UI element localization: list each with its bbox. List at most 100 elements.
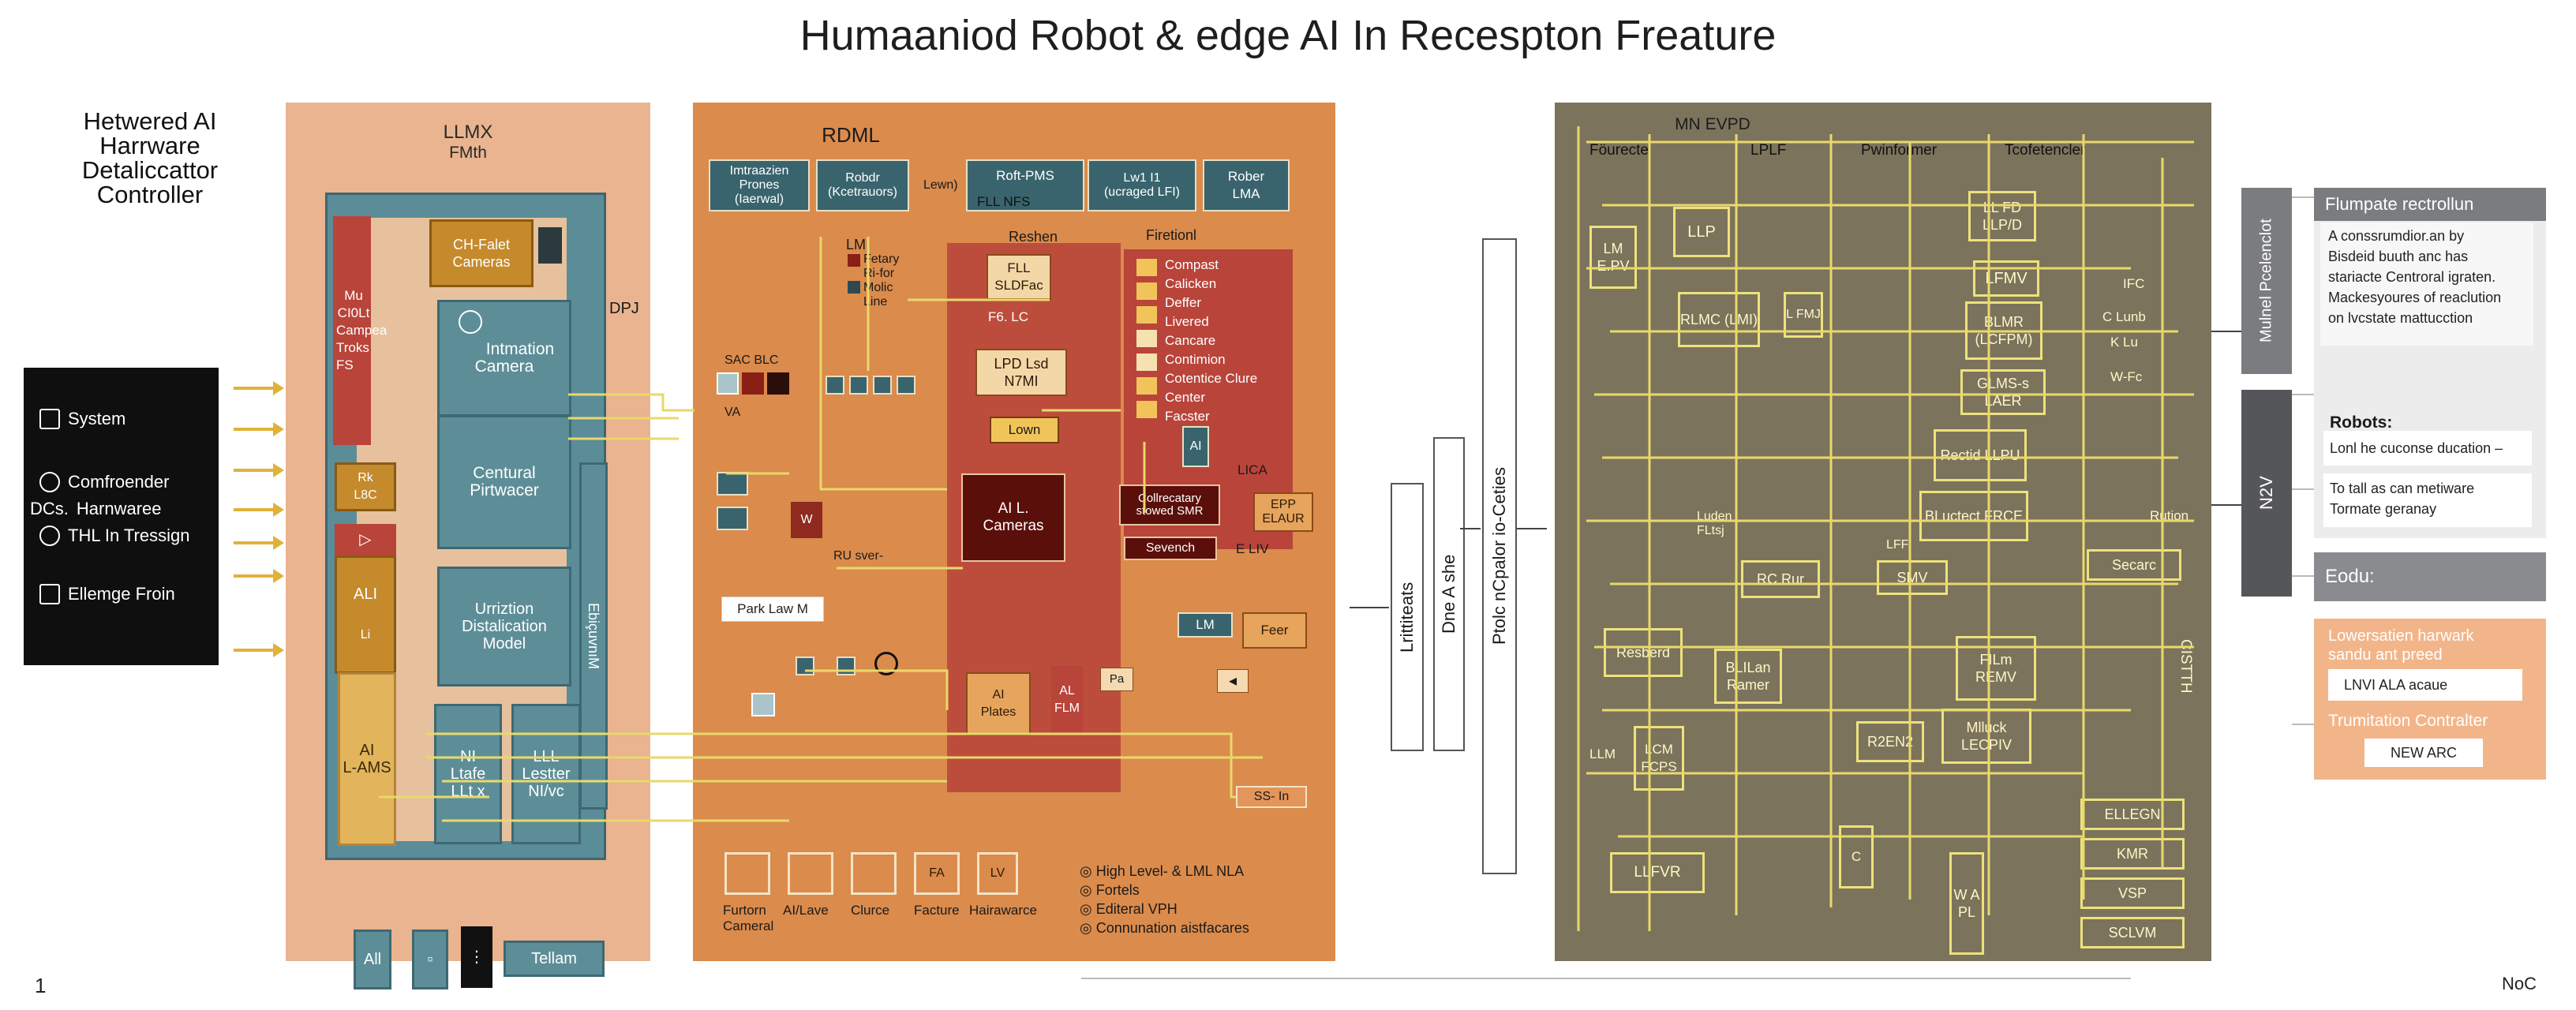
square-icon: [848, 281, 860, 294]
flumpate-title: Flumpate rectrollun: [2314, 188, 2546, 221]
vertical-tab-label: N2V: [2256, 476, 2276, 511]
panel-header: LLMX: [443, 122, 493, 143]
check-icon: [1136, 354, 1157, 371]
fetary-line: Molic: [863, 281, 893, 294]
lewn-label: Lewn): [923, 178, 958, 192]
compact-item: Cancare: [1165, 333, 1216, 348]
system-item: Comfroender: [39, 472, 169, 492]
triangle-box: ▷: [335, 524, 396, 556]
compact-list: Compast Calicken Deffer Livered Cancare …: [1165, 256, 1257, 426]
flumpate-line: Bisdeid buuth anc has: [2328, 249, 2469, 264]
ai-cameras-box: AI L. Cameras: [961, 473, 1065, 562]
bottom-icon-label: AI/Lave: [783, 903, 829, 918]
fetary-list: Fetary Ri-for Molic Line: [863, 252, 899, 309]
chip-icon: [717, 372, 739, 395]
system-box: System Comfroender DCs. Harnwaree THL In…: [24, 368, 219, 665]
new-arc-button[interactable]: NEW ARC: [2364, 739, 2483, 767]
system-item-label: Ellemge Froin: [68, 584, 175, 604]
check-icon: [1136, 401, 1157, 418]
ni-label: NI: [460, 748, 476, 765]
circuit-box: R2EN2: [1856, 721, 1924, 762]
lica-label: LICA: [1237, 462, 1267, 477]
ali-label: ALI: [353, 585, 378, 603]
arrow-right-icon: [234, 643, 284, 657]
ni-label: Ltafe: [450, 765, 486, 783]
feer-box: Feer: [1242, 612, 1307, 649]
camera-icon: [538, 227, 562, 264]
lv-icon: LV: [977, 852, 1018, 895]
rk-label: Rk: [358, 471, 373, 484]
middle-bar: Dne A she: [1433, 437, 1465, 751]
circuit-box: LL FD LLP/D: [1968, 191, 2036, 241]
compact-item: Deffer: [1165, 295, 1201, 310]
intmation-label: Intmation: [485, 340, 555, 358]
ru-label: RU sver-: [833, 549, 884, 563]
robots-line: To tall as can metiware: [2330, 481, 2475, 496]
middle-bar: Ptolc nCpalor io-Ceties: [1482, 238, 1517, 874]
chip-icon: [751, 693, 775, 716]
panel-subhead: Tcofetencler: [2005, 142, 2086, 159]
al-flm-label: AL: [1059, 684, 1075, 698]
mu-label: Troks: [336, 340, 369, 355]
left-heading-line: Controller: [96, 181, 204, 208]
va-label: VA: [724, 406, 741, 419]
collrecatary-label: Collrecatary: [1137, 492, 1202, 505]
firetionl-label: Firetionl: [1145, 227, 1197, 243]
compact-item: Center: [1165, 390, 1206, 405]
fa-icon: FA: [914, 852, 960, 895]
circuit-box: W A PL: [1949, 852, 1984, 955]
rk-box: Rk L8C: [335, 462, 396, 511]
al-flm-label: FLM: [1054, 701, 1080, 715]
ai-lams-label: AI: [359, 742, 375, 759]
middle-label: Lrittiteats: [1397, 582, 1417, 653]
ni-label: LLt x: [451, 783, 485, 800]
chip-icon: [767, 372, 789, 395]
circuit-label: LFF: [1886, 538, 1909, 552]
circuit-box: SMV: [1877, 560, 1948, 595]
fetary-line: Ri-for: [863, 267, 895, 280]
circuit-label: Rution: [2150, 508, 2189, 523]
flumpate-line: A conssrumdior.an by: [2328, 228, 2465, 244]
ai-lams-label: L-AMS: [343, 759, 391, 776]
intmation-camera-box: Intmation Camera: [437, 300, 571, 417]
chip-icon: ⋮: [461, 926, 492, 988]
lm-box: LM: [1178, 612, 1233, 638]
mu-label: Mu CI0Lt: [337, 288, 370, 320]
circle-icon: [874, 652, 898, 675]
flumpate-line: on lvcstate mattucction: [2328, 310, 2473, 326]
intmation-label: Camera: [474, 357, 534, 376]
circuit-box: KMR: [2080, 838, 2185, 870]
ai-box: AI: [1182, 426, 1209, 467]
top-box-label: (Kcetrauors): [827, 185, 898, 199]
top-box-label: Robdr: [845, 171, 880, 185]
system-item-label: Comfroender: [68, 472, 170, 492]
lower-title-line: sandu ant preed: [2328, 646, 2443, 664]
top-box-label: Prones: [739, 178, 780, 192]
flumpate-line: stariacte Centroral igraten.: [2328, 269, 2496, 285]
ebi-label: EbiçuvnıM: [579, 462, 608, 810]
fetary-line: Fetary: [863, 252, 900, 266]
system-item-label: Harnwaree: [76, 499, 162, 518]
urriztion-label: Model: [482, 635, 526, 653]
ai-plates-box: AI Plates: [966, 672, 1031, 735]
epp-label: ELAUR: [1262, 512, 1305, 526]
circuit-box: VSP: [2080, 877, 2185, 909]
compact-item: Livered: [1165, 314, 1209, 329]
rk-label: L8C: [354, 488, 377, 502]
bottom-icon-label: Furtorn Cameral: [723, 903, 774, 933]
ali-box: ALI Li: [335, 556, 396, 674]
lower-item: LNVI ALA acaue: [2328, 669, 2522, 701]
trumitation-title: Trumitation Contralter: [2328, 712, 2488, 730]
top-box-label: Lw1 I1: [1123, 171, 1161, 185]
ch-cameras-label: Cameras: [452, 254, 511, 270]
lll-box: LLL Lestter NI/vc: [511, 704, 581, 844]
central-box: Centural Pirtwacer: [437, 415, 571, 549]
sevench-box: Sevench: [1124, 537, 1217, 560]
lll-label: LLL: [533, 748, 560, 765]
circle-icon: [39, 472, 60, 492]
reshen-label: Reshen: [1009, 229, 1058, 245]
bottom-icon-label: Hairawarce: [969, 903, 1037, 918]
eodu-title: Eodu:: [2314, 552, 2546, 601]
bottom-icon-label: Facture: [914, 903, 960, 918]
circuit-label: IFC: [2123, 276, 2145, 291]
